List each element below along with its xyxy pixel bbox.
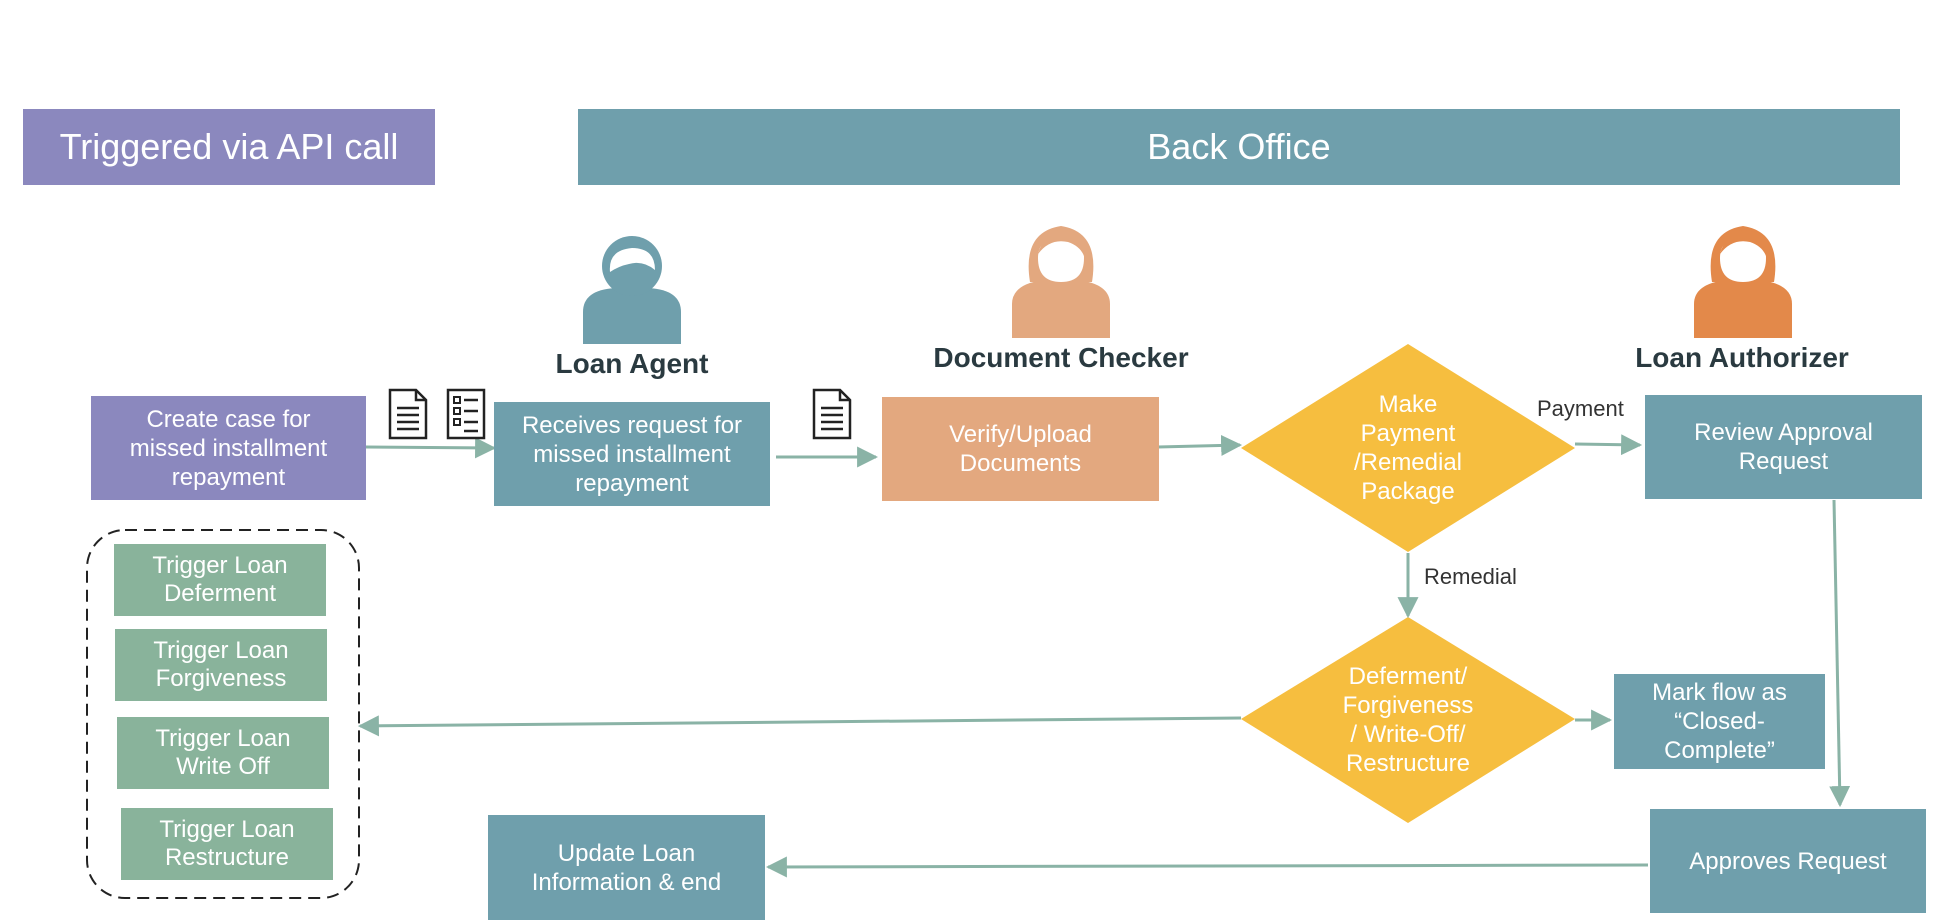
trigger-loan-forgiveness-box: Trigger Loan Forgiveness: [115, 629, 327, 701]
deferment-decision-label: Deferment/ Forgiveness / Write-Off/ Rest…: [1342, 663, 1474, 777]
decision-diamond-deferment: [1241, 617, 1575, 823]
edge-label-remedial: Remedial: [1424, 564, 1517, 589]
document-icon: [388, 388, 428, 440]
actor-label-document-checker: Document Checker: [933, 342, 1189, 373]
api-trigger-banner: Triggered via API call: [23, 109, 435, 185]
actor-label-loan-agent: Loan Agent: [555, 348, 709, 379]
actor-label-loan-authorizer: Loan Authorizer: [1635, 342, 1849, 373]
person-avatar-icon: [1694, 226, 1792, 338]
approves-request-box: Approves Request: [1650, 809, 1926, 913]
mark-flow-box: Mark flow as “Closed- Complete”: [1614, 674, 1825, 769]
edge-label-payment: Payment: [1537, 396, 1624, 421]
back-office-banner: Back Office: [578, 109, 1900, 185]
trigger-loan-restructure-box: Trigger Loan Restructure: [121, 808, 333, 880]
trigger-loan-write-off-box: Trigger Loan Write Off: [117, 717, 329, 789]
checklist-icon: [446, 388, 486, 440]
update-loan-box: Update Loan Information & end: [488, 815, 765, 920]
arrow-verify-to-diamond: [1157, 434, 1243, 456]
arrow-review-to-approves: [1829, 499, 1851, 808]
arrow-create-to-receive: [365, 437, 497, 459]
person-avatar-icon: [1012, 226, 1110, 338]
arrow-deferment-to-triggers: [357, 715, 1242, 737]
create-case-box: Create case for missed installment repay…: [91, 396, 366, 500]
arrow-diamond-to-review: [1574, 434, 1643, 456]
person-avatar-icon: [583, 236, 681, 344]
arrow-approves-to-update: [765, 856, 1649, 878]
trigger-group-boundary: [86, 529, 360, 899]
receives-request-box: Receives request for missed installment …: [494, 402, 770, 506]
make-payment-decision-label: Make Payment /Remedial Package: [1353, 391, 1463, 505]
review-approval-box: Review Approval Request: [1645, 395, 1922, 499]
document-icon: [812, 388, 852, 440]
decision-diamond-payment: [1241, 344, 1575, 552]
trigger-loan-deferment-box: Trigger Loan Deferment: [114, 544, 326, 616]
verify-documents-box: Verify/Upload Documents: [882, 397, 1159, 501]
